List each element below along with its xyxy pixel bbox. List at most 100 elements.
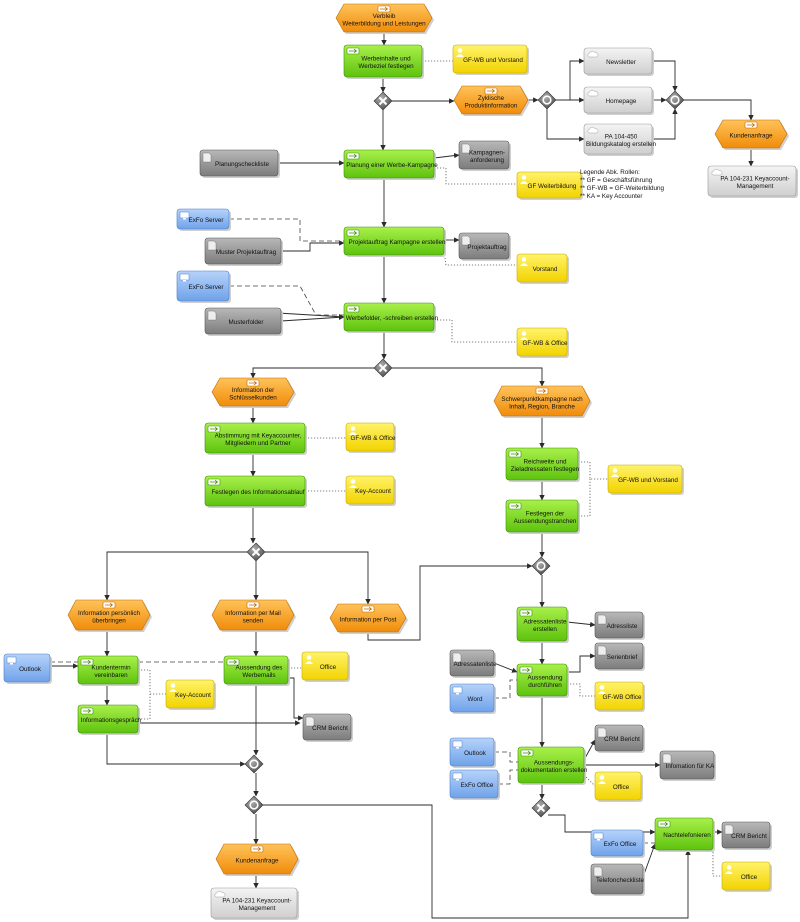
xor-cross-icon (378, 96, 388, 106)
node-label: Management (239, 905, 276, 912)
node-r-office3[interactable]: Office (721, 861, 772, 892)
node-label: Newsletter (606, 59, 636, 66)
node-r-gfweiter[interactable]: GF Weiterbildung (516, 171, 583, 200)
node-label: Aussendung des (236, 665, 283, 672)
flow-connector (567, 653, 596, 673)
node-f-werbefolder[interactable]: Werbefolder, -schreiben erstellen (343, 302, 439, 333)
node-doc-telefoncheck[interactable]: Telefoncheckliste (590, 863, 645, 896)
node-r-gfwb-office3[interactable]: GF-WB Office (594, 681, 645, 712)
node-label: Adressliste (607, 623, 638, 630)
node-s-outlook1[interactable]: Outlook (3, 653, 52, 684)
node-f-festlegen-info[interactable]: Festlegen des Informationsablauf (204, 475, 307, 508)
node-d-pa104231-a[interactable]: PA 104-231 Keyaccount-Management (707, 165, 798, 198)
role-shape (345, 475, 395, 505)
node-r-gfwb-office1[interactable]: GF-WB & Office (516, 327, 569, 358)
node-doc-crm2[interactable]: CRM Bericht (594, 724, 645, 753)
node-ev-kundenanfrage1[interactable]: Kundenanfrage (714, 119, 789, 150)
or-circle-icon (249, 759, 259, 769)
document-icon (207, 310, 217, 321)
node-label: Schlüsselkunden (229, 394, 277, 401)
computer-icon (179, 273, 190, 282)
node-d-homepage[interactable]: Homepage (583, 86, 654, 115)
node-label: Informationsgespräch (81, 717, 142, 724)
flow-connector (277, 312, 345, 320)
event-shape (67, 599, 151, 631)
node-r-keyaccount1[interactable]: Key-Account (345, 475, 396, 506)
node-r-gfwb-vorstand[interactable]: GF-WB und Vorstand (452, 44, 529, 75)
gateway-xor (373, 358, 393, 378)
node-doc-serienbrief[interactable]: Serienbrief (594, 642, 645, 671)
node-r-keyaccount2[interactable]: Key-Account (165, 679, 216, 710)
node-label: Festlegen des Informationsablauf (211, 489, 304, 496)
node-doc-musterprojekt[interactable]: Muster Projektauftrag (204, 237, 283, 266)
node-label: CRM Bericht (312, 725, 348, 732)
node-label: Office (320, 664, 337, 671)
node-s-outlook2[interactable]: Outlook (449, 737, 496, 768)
node-ev-kundenanfrage2[interactable]: Kundenanfrage (215, 843, 300, 876)
node-d-pa104231-b[interactable]: PA 104-231 Keyaccount-Management (210, 887, 299, 920)
system-link (498, 769, 518, 785)
node-doc-projektauftrag[interactable]: Projektauftrag (458, 232, 511, 261)
node-label: Aussendung (527, 675, 563, 682)
node-label: CRM Bericht (604, 736, 640, 743)
node-f-aussend-doku[interactable]: Aussendungs-dokumentation erstellen (517, 746, 588, 785)
node-doc-crm1[interactable]: CRM Bericht (302, 713, 353, 742)
person-icon (725, 865, 733, 874)
node-doc-adressliste[interactable]: Adressliste (594, 611, 645, 640)
node-s-exfo-office2[interactable]: ExFo Office (590, 829, 645, 858)
node-f-nachtelefon[interactable]: Nachtelefonieren (654, 817, 715, 852)
gateway-or (537, 90, 557, 110)
node-f-abstimmung[interactable]: Abstimmung mit Keyaccounter,Mitgliedern … (204, 422, 307, 455)
event-shape (329, 603, 407, 633)
node-doc-crm3[interactable]: CRM Bericht (721, 821, 772, 850)
node-r-vorstand[interactable]: Vorstand (516, 253, 569, 284)
node-label: Management (737, 183, 774, 190)
document-icon (724, 824, 734, 835)
node-doc-musterfolder[interactable]: Musterfolder (204, 307, 283, 336)
node-s-exfo2[interactable]: ExFo Server (176, 270, 231, 303)
node-doc-infoka[interactable]: Infomation für KA (659, 750, 716, 781)
node-label: Vorstand (533, 266, 558, 273)
flow-connector (281, 240, 345, 252)
function-icon (519, 609, 533, 617)
node-f-infogespraech[interactable]: Informationsgespräch (77, 704, 142, 735)
role-shape (452, 44, 528, 74)
node-r-office2[interactable]: Office (594, 771, 643, 802)
role-association (578, 461, 608, 480)
event-icon (246, 601, 260, 609)
node-s-exfo-office1[interactable]: ExFo Office (449, 769, 500, 800)
node-doc-adressatenliste[interactable]: Adressatenliste (449, 649, 497, 678)
node-s-exfo1[interactable]: ExFo Server (176, 208, 231, 231)
node-r-gfwb-vorstand2[interactable]: GF-WB und Vorstand (607, 464, 684, 495)
node-r-gfwb-office2[interactable]: GF-WB & Office (345, 422, 396, 453)
node-label: GF-WB und Vorstand (463, 57, 523, 64)
node-r-office1[interactable]: Office (301, 651, 350, 682)
document-shape (204, 307, 282, 335)
node-s-word[interactable]: Word (449, 683, 496, 714)
node-doc-kampagnenanf[interactable]: Kampagnen-anforderung (458, 140, 511, 171)
node-f-projektauftrag[interactable]: Projektauftrag Kampagne erstellen (343, 226, 446, 257)
function-icon (207, 478, 221, 486)
flow-connector (250, 367, 374, 379)
node-doc-planungscheck[interactable]: Planungscheckliste (199, 149, 280, 178)
flow-connector (367, 563, 533, 641)
node-ev-post[interactable]: Information per Post (329, 603, 408, 634)
node-d-newsletter[interactable]: Newsletter (583, 47, 654, 76)
function-shape (343, 226, 445, 256)
document-icon (662, 753, 672, 764)
node-f-planung[interactable]: Planung einer Werbe-Kampagne (343, 149, 438, 180)
